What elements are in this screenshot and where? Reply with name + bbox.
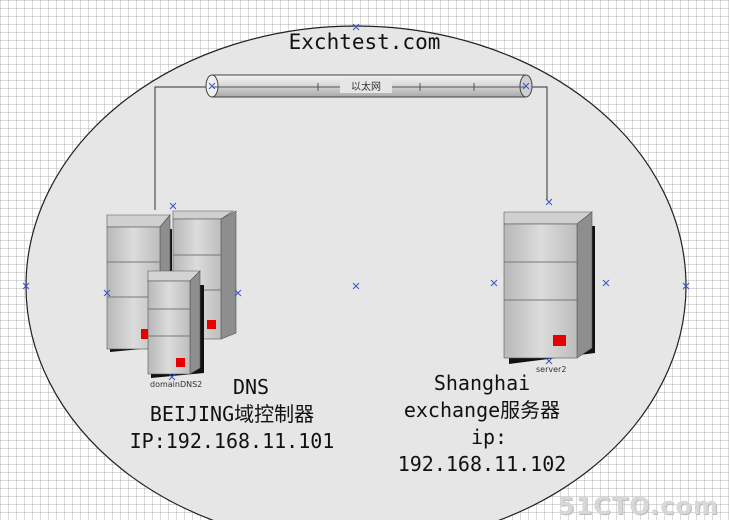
ellipse-handles	[22, 23, 690, 290]
ethernet-label: 以太网	[340, 78, 392, 93]
left-server-info: DNS BEIJING域控制器 IP:192.168.11.101	[122, 374, 342, 455]
watermark: 51CTO.com	[557, 492, 719, 520]
right-line-ip: 192.168.11.102	[397, 452, 567, 476]
left-device-label: domainDNS2	[150, 380, 203, 389]
right-server-info: Shanghai exchange服务器 ip: 192.168.11.102	[382, 370, 582, 478]
right-server-handles	[490, 198, 610, 365]
right-line-city: Shanghai	[433, 371, 531, 395]
server-tower-right	[503, 211, 595, 364]
right-line-ip-label: ip:	[470, 425, 508, 449]
server-tower-front	[147, 270, 204, 378]
left-group-handles	[103, 202, 242, 381]
left-line-ip: IP:192.168.11.101	[129, 429, 335, 453]
left-line-dns: DNS	[232, 375, 270, 399]
right-line-role: exchange服务器	[403, 398, 561, 422]
left-line-role: BEIJING域控制器	[149, 402, 315, 426]
right-device-label: server2	[536, 365, 567, 374]
domain-title: Exchtest.com	[288, 30, 441, 54]
